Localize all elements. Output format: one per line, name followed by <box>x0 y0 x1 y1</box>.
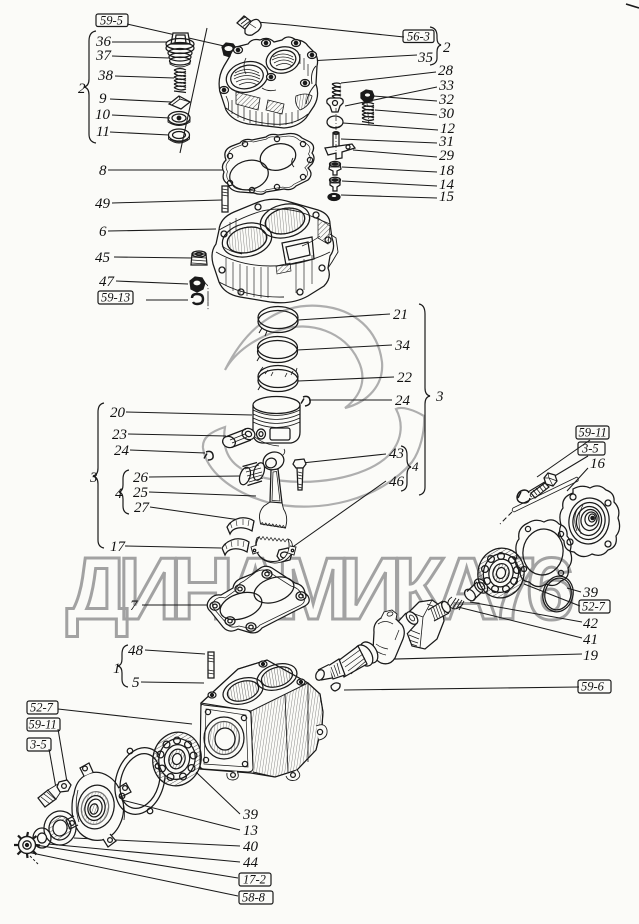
svg-text:24: 24 <box>114 443 130 459</box>
svg-text:39: 39 <box>242 807 259 823</box>
svg-text:38: 38 <box>97 68 114 84</box>
svg-text:30: 30 <box>438 106 455 122</box>
svg-text:45: 45 <box>95 250 111 266</box>
svg-text:4: 4 <box>115 486 123 502</box>
svg-text:14: 14 <box>439 177 455 193</box>
svg-text:12: 12 <box>440 121 456 137</box>
svg-text:35: 35 <box>417 50 434 66</box>
svg-text:18: 18 <box>439 163 455 179</box>
svg-text:20: 20 <box>110 405 126 421</box>
svg-text:49: 49 <box>95 196 111 212</box>
svg-text:39: 39 <box>582 585 599 601</box>
svg-text:6: 6 <box>99 224 107 240</box>
svg-text:46: 46 <box>389 474 405 490</box>
svg-text:11: 11 <box>96 124 110 140</box>
svg-text:3-5: 3-5 <box>29 738 47 752</box>
svg-text:37: 37 <box>95 48 113 64</box>
svg-text:16: 16 <box>590 456 606 472</box>
svg-text:56-3: 56-3 <box>407 30 430 44</box>
svg-text:2: 2 <box>443 40 451 56</box>
svg-text:41: 41 <box>583 632 598 648</box>
svg-text:24: 24 <box>395 393 411 409</box>
svg-text:27: 27 <box>134 500 151 516</box>
svg-text:32: 32 <box>438 92 455 108</box>
svg-text:42: 42 <box>583 616 599 632</box>
svg-text:7: 7 <box>130 598 139 614</box>
svg-text:36: 36 <box>95 34 112 50</box>
svg-text:22: 22 <box>397 370 413 386</box>
svg-text:17: 17 <box>110 539 127 555</box>
svg-text:19: 19 <box>583 648 599 664</box>
svg-text:52-7: 52-7 <box>582 600 606 614</box>
svg-text:3: 3 <box>435 389 444 405</box>
svg-text:9: 9 <box>99 91 107 107</box>
svg-text:29: 29 <box>439 148 455 164</box>
svg-text:25: 25 <box>133 485 149 501</box>
svg-text:31: 31 <box>438 134 454 150</box>
svg-text:4: 4 <box>412 459 419 474</box>
svg-text:8: 8 <box>99 163 107 179</box>
svg-text:23: 23 <box>112 427 127 443</box>
svg-text:59-6: 59-6 <box>581 680 605 694</box>
svg-text:59-11: 59-11 <box>579 426 607 440</box>
svg-text:34: 34 <box>394 338 411 354</box>
svg-text:59-11: 59-11 <box>29 718 57 732</box>
svg-text:13: 13 <box>243 823 258 839</box>
svg-text:26: 26 <box>133 470 149 486</box>
svg-text:1: 1 <box>113 661 121 677</box>
svg-text:3-5: 3-5 <box>581 442 599 456</box>
svg-text:43: 43 <box>389 446 404 462</box>
svg-text:28: 28 <box>438 63 454 79</box>
svg-text:21: 21 <box>393 307 408 323</box>
svg-text:52-7: 52-7 <box>30 701 54 715</box>
svg-text:33: 33 <box>438 78 454 94</box>
svg-text:59-5: 59-5 <box>100 14 123 28</box>
svg-text:58-8: 58-8 <box>242 891 266 905</box>
svg-text:48: 48 <box>128 643 144 659</box>
svg-text:10: 10 <box>95 107 111 123</box>
svg-text:47: 47 <box>99 274 116 290</box>
svg-text:17-2: 17-2 <box>243 873 266 887</box>
svg-text:3: 3 <box>89 470 98 486</box>
svg-text:40: 40 <box>243 839 259 855</box>
svg-text:59-13: 59-13 <box>101 291 130 305</box>
svg-text:5: 5 <box>132 675 140 691</box>
svg-text:15: 15 <box>439 189 455 205</box>
svg-text:44: 44 <box>243 855 259 871</box>
svg-text:2: 2 <box>78 81 86 97</box>
